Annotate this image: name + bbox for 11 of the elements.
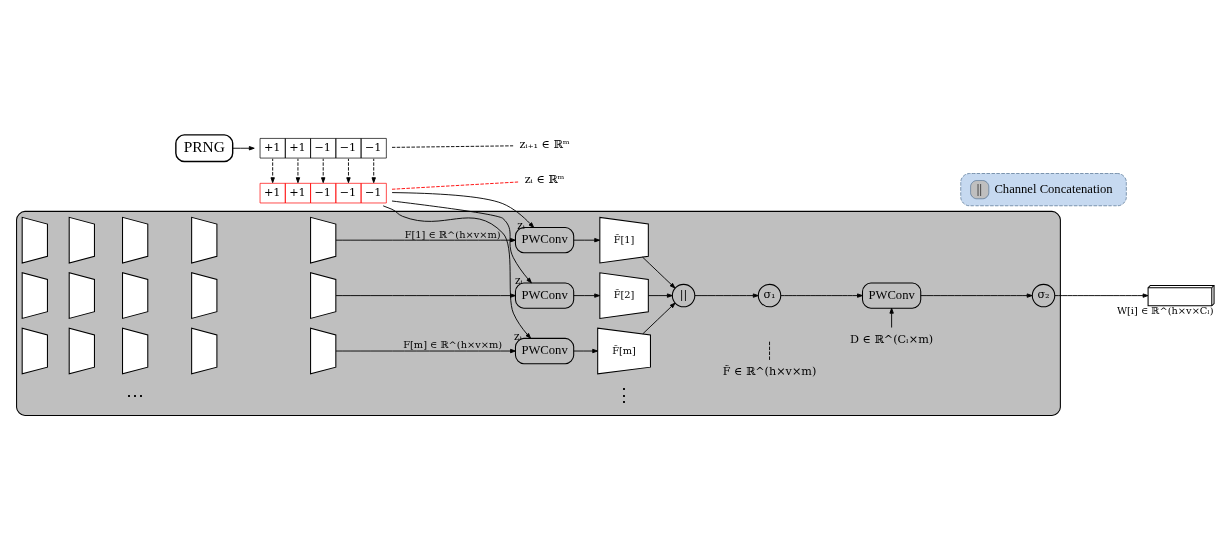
- label: ⋮: [615, 383, 634, 405]
- label: ||: [976, 181, 982, 196]
- node-text: zᵢ ∈ ℝᵐ: [524, 172, 565, 186]
- node-text: D ∈ ℝ^(Cₗ×m): [849, 332, 934, 346]
- edge-label: F[1] ∈ ℝ^(h×v×m): [404, 228, 501, 239]
- node-text: F̃ ∈ ℝ^(h×v×m): [722, 364, 817, 378]
- label: ⋯: [126, 383, 145, 405]
- node-text: zᵢ₊₁ ∈ ℝᵐ: [519, 137, 570, 151]
- edge-label: F[m] ∈ ℝ^(h×v×m): [403, 338, 503, 350]
- node-label: W[i] ∈ ℝ^(h×v×Cₗ): [1116, 304, 1214, 316]
- legend-label: Channel Concatenation: [994, 181, 1113, 196]
